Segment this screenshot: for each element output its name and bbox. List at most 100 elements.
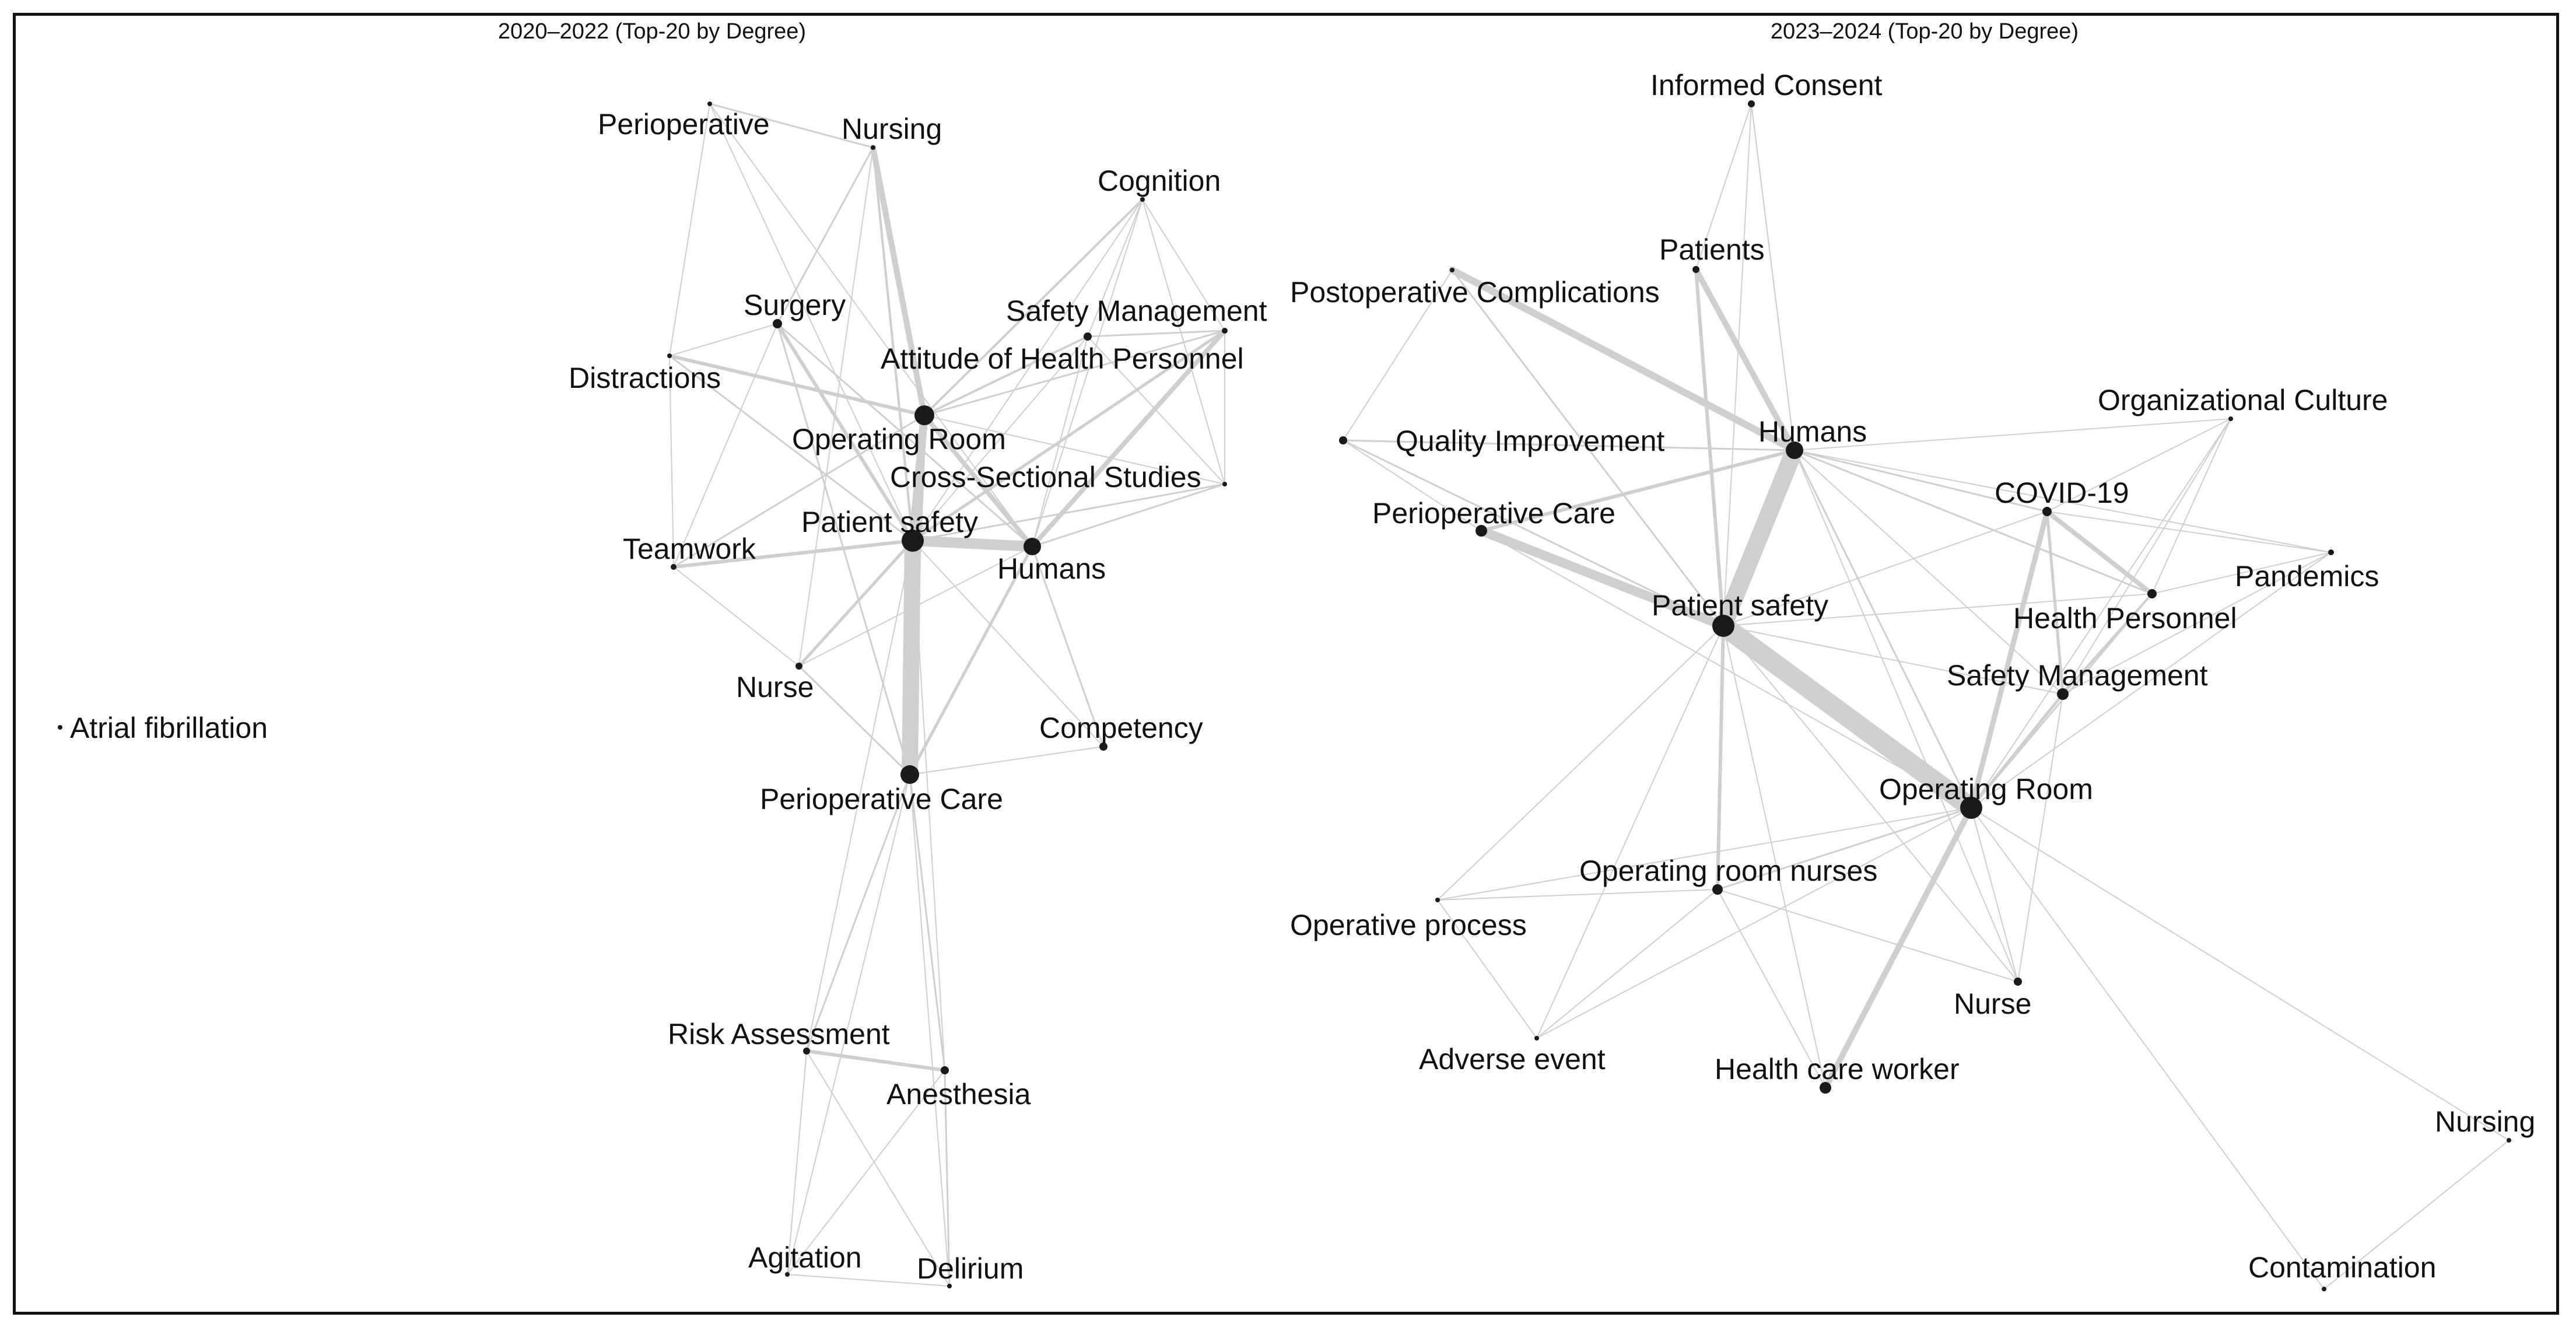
edge-covid-19-to-health-personnel <box>2045 509 2154 596</box>
edge-patient-safety-to-nurse <box>797 539 914 668</box>
edge-humans-to-operating-room <box>1793 449 1972 809</box>
node-label-health-care-worker: Health care worker <box>1715 1053 1960 1085</box>
edge-operating-room-to-operating-room-nurses <box>1716 807 1972 891</box>
edge-perioperative-care-to-operating-room <box>1481 530 1972 808</box>
node-label-cross-sectional-studies: Cross-Sectional Studies <box>890 461 1201 493</box>
edge-health-personnel-to-pandemics <box>2151 552 2332 594</box>
edge-perioperative-care-to-agitation <box>787 774 910 1275</box>
edge-perioperative-care-to-risk-assessment <box>805 773 911 1052</box>
node-nurse <box>795 663 802 670</box>
nodes-layer <box>58 100 2511 1291</box>
edge-surgery-to-humans <box>776 323 1033 548</box>
edge-patient-safety-to-teamwork <box>672 539 914 569</box>
edge-perioperative-to-patient-safety <box>709 103 913 541</box>
node-covid-19 <box>2042 507 2052 516</box>
edge-patient-safety-to-health-personnel <box>1723 593 2153 626</box>
edge-patient-safety-to-adverse-event <box>1536 625 1724 1039</box>
edge-postoperative-complications-to-quality-improvement <box>1343 269 1453 441</box>
node-label-distractions: Distractions <box>569 362 721 394</box>
edge-safety-management-to-nurse <box>2017 693 2063 982</box>
edge-risk-assessment-to-delirium <box>806 1050 950 1287</box>
edge-anesthesia-to-agitation <box>787 1070 945 1275</box>
edge-surgery-to-perioperative-care <box>776 323 911 776</box>
edge-operating-room-to-perioperative-care <box>907 413 927 777</box>
edge-operating-room-to-humans <box>922 413 1035 549</box>
edge-distractions-to-teamwork <box>669 355 674 568</box>
edge-operating-room-to-contamination <box>1971 807 2325 1290</box>
node-label-atrial-fibrillation: Atrial fibrillation <box>70 712 268 744</box>
node-safety-management <box>2057 688 2069 700</box>
edge-patient-safety-to-distractions <box>668 355 914 542</box>
edge-risk-assessment-to-anesthesia <box>805 1049 947 1072</box>
edge-perioperative-care-to-humans <box>1480 449 1796 533</box>
panel-title-2023-2024: 2023–2024 (Top-20 by Degree) <box>1771 19 2079 44</box>
node-label-humans: Humans <box>997 552 1106 585</box>
edge-health-personnel-to-organizational-culture <box>2151 418 2231 594</box>
node-label-safety-management: Safety Management <box>1947 659 2208 692</box>
edge-operating-room-to-teamwork <box>672 414 926 568</box>
node-label-nursing: Nursing <box>2435 1105 2535 1138</box>
edge-operating-room-to-nursing <box>1971 807 2510 1141</box>
edge-humans-to-health-personnel <box>1793 449 2153 595</box>
edge-patient-safety-to-informed-consent <box>1723 103 1752 626</box>
edge-nursing-to-contamination <box>2323 1140 2510 1290</box>
edge-patient-safety-to-competency <box>912 540 1104 747</box>
node-perioperative-care <box>900 765 919 784</box>
node-label-cognition: Cognition <box>1098 164 1221 197</box>
node-label-humans: Humans <box>1758 415 1867 448</box>
node-risk-assessment <box>803 1048 810 1055</box>
node-label-operating-room: Operating Room <box>1879 773 2093 805</box>
edge-patient-safety-to-surgery <box>776 322 914 542</box>
edge-humans-to-quality-improvement <box>1342 439 1796 451</box>
node-label-nursing: Nursing <box>842 113 942 145</box>
edge-patient-safety-to-operative-process <box>1437 625 1724 901</box>
edge-safety-management-to-humans <box>1032 336 1088 547</box>
node-contamination <box>2322 1287 2326 1291</box>
node-label-agitation: Agitation <box>748 1241 862 1274</box>
node-label-operative-process: Operative process <box>1290 909 1527 941</box>
node-label-health-personnel: Health Personnel <box>2013 602 2237 635</box>
node-label-safety-management: Safety Management <box>1006 295 1267 327</box>
edge-operating-room-to-attitude-of-health-personnel <box>923 330 1226 416</box>
edge-operating-room-to-cognition <box>923 198 1144 416</box>
edge-risk-assessment-to-agitation <box>787 1050 807 1275</box>
node-label-nurse: Nurse <box>1954 987 2031 1020</box>
node-label-patient-safety: Patient safety <box>1652 589 1828 622</box>
edge-patient-safety-to-quality-improvement <box>1342 439 1725 627</box>
edge-patient-safety-to-attitude-of-health-personnel <box>911 329 1226 542</box>
node-label-organizational-culture: Organizational Culture <box>2098 384 2388 416</box>
node-humans <box>1024 538 1041 555</box>
node-perioperative-care <box>1475 525 1487 537</box>
edge-operating-room-nurses-to-nurse <box>1717 889 2018 982</box>
edge-perioperative-care-to-delirium <box>909 774 950 1287</box>
node-label-risk-assessment: Risk Assessment <box>668 1018 890 1050</box>
edge-humans-to-covid-19 <box>1793 449 2048 513</box>
node-operating-room <box>914 405 934 425</box>
edge-covid-19-to-pandemics <box>2046 511 2332 553</box>
node-informed-consent <box>1748 100 1755 107</box>
node-distractions <box>667 353 672 358</box>
edge-humans-to-nurse <box>1794 450 2018 982</box>
node-operative-process <box>1435 898 1440 902</box>
edge-patient-safety-to-safety-management <box>912 336 1088 541</box>
edge-patient-safety-to-humans <box>907 535 1038 552</box>
edge-cognition-to-attitude-of-health-personnel <box>1142 199 1225 331</box>
edge-anesthesia-to-delirium <box>944 1069 951 1287</box>
edge-humans-to-safety-management <box>1794 450 2063 695</box>
edge-humans-to-attitude-of-health-personnel <box>1030 328 1227 549</box>
edge-perioperative-care-to-nurse <box>798 665 911 776</box>
node-nursing <box>2507 1138 2511 1143</box>
edge-operating-room-to-cross-sectional-studies <box>924 415 1225 485</box>
node-safety-management <box>1084 332 1092 341</box>
edge-operative-process-to-adverse-event <box>1437 899 1537 1039</box>
node-label-perioperative: Perioperative <box>598 108 770 141</box>
edge-patient-safety-to-covid-19 <box>1723 511 2048 626</box>
node-label-perioperative-care: Perioperative Care <box>760 783 1003 815</box>
node-anesthesia <box>941 1066 949 1074</box>
edges-layer <box>668 103 2510 1290</box>
edge-cognition-to-cross-sectional-studies <box>1142 199 1225 485</box>
node-label-patient-safety: Patient safety <box>801 506 978 538</box>
edge-operating-room-to-pandemics <box>1971 552 2332 808</box>
edge-operating-room-to-health-care-worker <box>1823 805 1974 1091</box>
node-patient-safety <box>1712 615 1734 637</box>
